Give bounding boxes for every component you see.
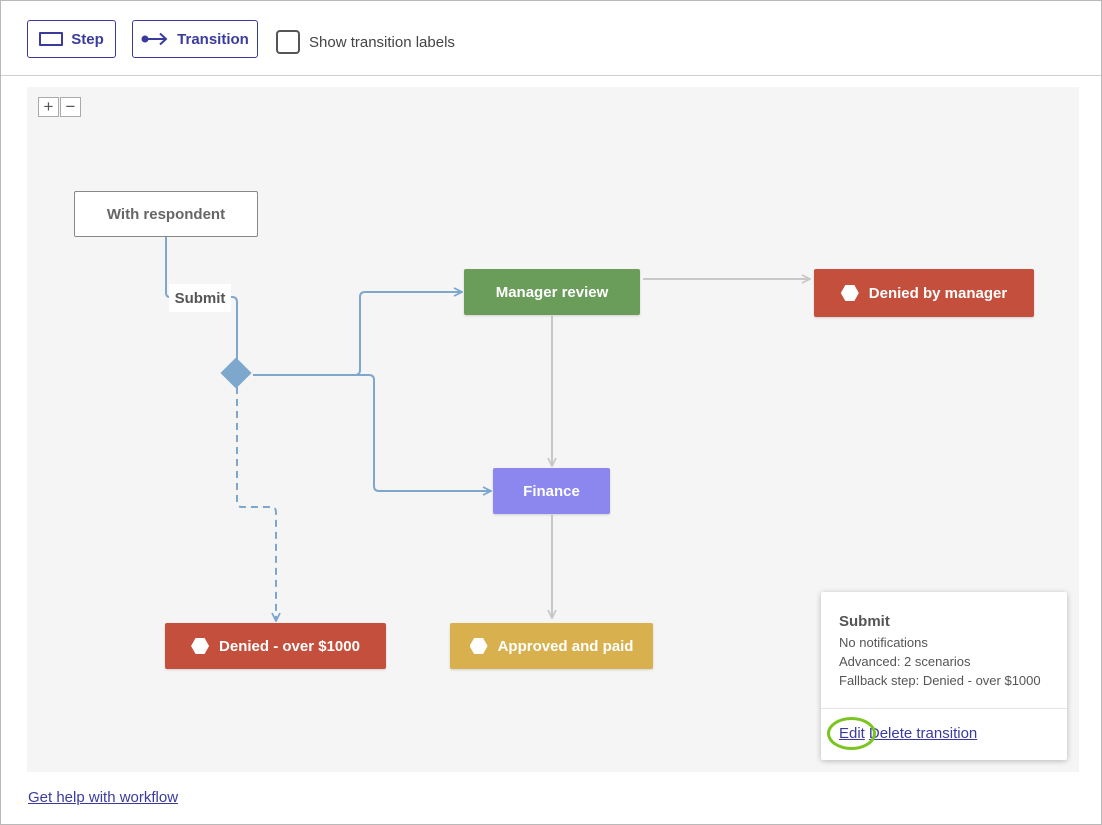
step-rectangle-icon: [39, 32, 64, 46]
step-approved-and-paid[interactable]: Approved and paid: [450, 623, 653, 669]
step-label: Denied by manager: [868, 284, 1008, 302]
popover-fallback: Fallback step: Denied - over $1000: [839, 673, 1041, 688]
step-label: Finance: [523, 482, 580, 500]
zoom-in-button[interactable]: +: [38, 97, 59, 117]
zoom-out-button[interactable]: −: [60, 97, 81, 117]
popover-notifications: No notifications: [839, 635, 928, 650]
edge-decision-to-finance[interactable]: [253, 374, 491, 491]
edge-decision-to-manager-review[interactable]: [253, 292, 462, 376]
add-transition-label: Transition: [177, 30, 249, 48]
end-step-hexagon-icon: [191, 638, 210, 654]
step-manager-review[interactable]: Manager review: [464, 269, 640, 315]
step-denied-by-manager[interactable]: Denied by manager: [814, 269, 1034, 317]
edit-highlight-ring: [827, 717, 876, 750]
step-label: Approved and paid: [497, 637, 634, 655]
add-transition-button[interactable]: Transition: [132, 20, 258, 58]
show-labels-text: Show transition labels: [309, 33, 455, 51]
popover-actions: Edit Delete transition: [827, 717, 978, 750]
transition-label-submit[interactable]: Submit: [169, 284, 231, 312]
transition-details-popover: Submit No notifications Advanced: 2 scen…: [821, 592, 1067, 760]
step-with-respondent[interactable]: With respondent: [74, 191, 258, 237]
edit-link-wrapper: Edit: [827, 717, 876, 750]
popover-divider: [821, 708, 1067, 709]
step-denied-over-1000[interactable]: Denied - over $1000: [165, 623, 386, 669]
step-label: Manager review: [495, 283, 609, 301]
add-step-button[interactable]: Step: [27, 20, 116, 58]
toolbar: Step Transition Show transition labels: [1, 1, 1101, 76]
transition-arrow-icon: [141, 32, 168, 46]
step-label: With respondent: [106, 205, 226, 223]
end-step-hexagon-icon: [840, 285, 859, 301]
help-workflow-link[interactable]: Get help with workflow: [28, 789, 179, 806]
popover-title: Submit: [839, 613, 890, 630]
add-step-label: Step: [71, 30, 104, 48]
step-finance[interactable]: Finance: [493, 468, 610, 514]
show-transition-labels-toggle[interactable]: Show transition labels: [276, 29, 455, 55]
popover-advanced: Advanced: 2 scenarios: [839, 654, 971, 669]
show-labels-checkbox[interactable]: [276, 30, 300, 54]
end-step-hexagon-icon: [469, 638, 488, 654]
edge-decision-to-denied-over[interactable]: [236, 387, 276, 621]
step-label: Denied - over $1000: [219, 637, 360, 655]
delete-transition-link[interactable]: Delete transition: [868, 725, 978, 742]
